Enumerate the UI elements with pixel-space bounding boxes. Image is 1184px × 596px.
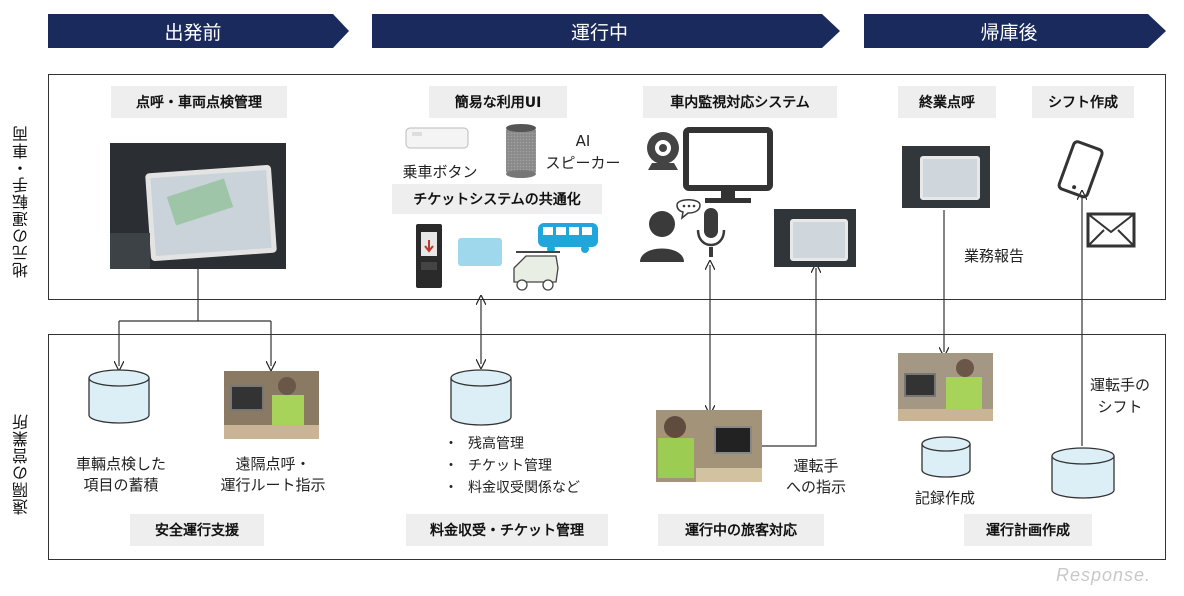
plan-label: 運行計画作成 <box>964 514 1092 546</box>
ride-button-icon <box>405 127 469 149</box>
phase-during: 運行中 <box>570 21 628 44</box>
passenger-label: 運行中の旅客対応 <box>658 514 824 546</box>
person-icon <box>640 199 701 262</box>
ai-speaker-label: AI スピーカー <box>545 132 621 172</box>
ride-button-label: 乗車ボタン <box>402 163 478 181</box>
inspection-label: 点呼・車両点検管理 <box>111 86 287 118</box>
remote-rollcall-text: 遠隔点呼・ 運行ルート指示 <box>220 455 326 494</box>
phase-before: 出発前 <box>164 21 222 44</box>
golf-cart-icon <box>513 251 560 291</box>
envelope-icon <box>1086 212 1136 248</box>
tablet-small-photo <box>774 209 856 267</box>
driver-instruction-text: 運転手 への指示 <box>785 457 846 496</box>
ai-speaker-icon <box>506 124 536 178</box>
webcam-icon <box>647 132 679 170</box>
monitoring-label: 車内監視対応システム <box>643 86 837 118</box>
bus-icon <box>538 223 598 253</box>
work-report-label: 業務報告 <box>963 247 1024 265</box>
bullet-item: 残高管理 <box>444 433 580 455</box>
smartphone-icon <box>1057 140 1104 199</box>
response-watermark: Response. <box>1056 565 1152 585</box>
operator-photo-report <box>898 353 993 421</box>
microphone-icon <box>696 208 726 257</box>
operator-photo-rollcall <box>224 371 319 439</box>
ticket-system-label: チケットシステムの共通化 <box>392 184 602 214</box>
shift-label: シフト作成 <box>1032 86 1134 118</box>
bullet-item: チケット管理 <box>444 455 580 477</box>
ic-card-icon <box>458 238 502 266</box>
end-rollcall-label: 終業点呼 <box>898 86 996 118</box>
safety-label: 安全運行支援 <box>130 514 264 546</box>
card-reader-icon <box>416 224 442 288</box>
driver-shift-text: 運転手の シフト <box>1089 376 1150 416</box>
fare-label: 料金収受・チケット管理 <box>406 514 608 546</box>
bullet-item: 料金収受関係など <box>444 477 580 499</box>
record-text: 記録作成 <box>914 489 975 507</box>
db-cylinders <box>88 369 1115 499</box>
simple-ui-label: 簡易な利用UI <box>429 86 567 118</box>
tablet-car-photo <box>110 143 286 269</box>
phase-arrows <box>48 14 1166 48</box>
accumulation-text: 車輛点検した 項目の蓄積 <box>75 455 166 494</box>
monitor-icon <box>683 127 773 203</box>
operator-photo-passenger <box>656 410 762 482</box>
fare-bullet-list: 残高管理 チケット管理 料金収受関係など <box>444 433 580 499</box>
tablet-end-photo <box>902 146 990 208</box>
phase-after: 帰庫後 <box>980 21 1038 44</box>
